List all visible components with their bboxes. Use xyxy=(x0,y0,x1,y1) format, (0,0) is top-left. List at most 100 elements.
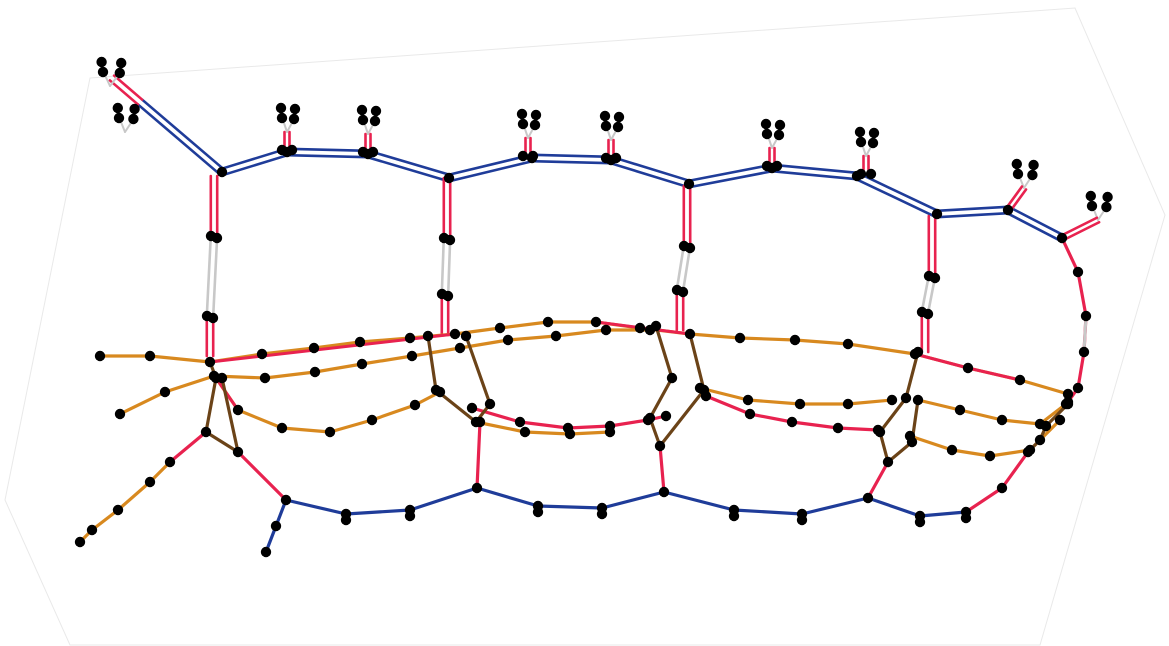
atom-node xyxy=(357,146,369,158)
atom-node xyxy=(356,104,368,116)
atom-node xyxy=(1062,388,1074,400)
top-backbone-bond xyxy=(367,149,452,177)
atom-node xyxy=(1080,310,1092,322)
atom-node xyxy=(862,492,874,504)
atom-node xyxy=(516,108,528,120)
atom-node xyxy=(867,137,879,149)
atom-node xyxy=(276,422,288,434)
atom-node xyxy=(454,342,466,354)
atom-node xyxy=(596,508,608,520)
atom-node xyxy=(842,398,854,410)
atom-node xyxy=(962,362,974,374)
atom-node xyxy=(564,428,576,440)
atom-node xyxy=(650,320,662,332)
atom-node xyxy=(868,127,880,139)
atom-node xyxy=(259,372,271,384)
top-backbone-bond xyxy=(688,169,774,189)
atom-node xyxy=(519,426,531,438)
atom-node xyxy=(683,178,695,190)
atom-node xyxy=(502,334,514,346)
atom-node xyxy=(914,516,926,528)
atom-node xyxy=(232,446,244,458)
atom-node xyxy=(761,160,773,172)
atom-node xyxy=(96,56,107,68)
atom-node xyxy=(1054,414,1066,426)
atom-node xyxy=(1012,168,1024,180)
atom-node xyxy=(600,324,612,336)
pillar-gray-bond xyxy=(440,236,446,296)
atom-node xyxy=(288,113,300,125)
atom-node xyxy=(529,119,541,131)
top-backbone-bond xyxy=(446,153,533,177)
ring-center-right xyxy=(648,324,706,448)
atom-node xyxy=(954,404,966,416)
atom-node xyxy=(530,109,542,121)
bottom-backbone xyxy=(284,486,968,518)
atom-node xyxy=(761,128,773,140)
atom-node xyxy=(128,113,139,125)
atom-node xyxy=(744,408,756,420)
atom-node xyxy=(404,510,416,522)
atom-node xyxy=(1072,382,1084,394)
atom-node xyxy=(542,316,554,328)
atom-node xyxy=(517,150,529,162)
top-backbone-bond xyxy=(285,147,370,153)
atom-node xyxy=(356,358,368,370)
top-backbone-bond xyxy=(365,155,450,183)
pillar-gray-bond xyxy=(205,234,213,318)
atom-node xyxy=(232,404,244,416)
edges xyxy=(78,73,1107,554)
atom-node xyxy=(796,514,808,526)
atom-node xyxy=(144,476,156,488)
atom-node xyxy=(1011,158,1022,170)
right-cap-bond xyxy=(1059,216,1099,238)
atom-node xyxy=(114,408,126,420)
atom-node xyxy=(600,152,612,164)
atom-node xyxy=(1101,201,1112,213)
atom-node xyxy=(1085,190,1097,202)
lower-left-link xyxy=(168,430,208,464)
atom-node xyxy=(97,66,109,78)
atom-node xyxy=(912,394,924,406)
atom-node xyxy=(946,444,958,456)
atom-node xyxy=(1102,191,1113,203)
atom-node xyxy=(216,166,228,178)
atom-node xyxy=(442,290,454,302)
atom-node xyxy=(1014,374,1026,386)
top-backbone-bond xyxy=(530,153,613,159)
atom-node xyxy=(644,412,656,424)
atom-node xyxy=(613,111,625,123)
atom-node xyxy=(760,118,772,130)
mid-arc-center-lower xyxy=(474,420,612,436)
top-backbone-bond xyxy=(854,177,937,219)
atom-node xyxy=(684,328,696,340)
atom-node xyxy=(86,524,98,536)
atom-node xyxy=(494,322,506,334)
ring-far-right xyxy=(1026,402,1070,454)
atom-node xyxy=(900,392,912,404)
upper-left-arm xyxy=(112,74,144,101)
middle-chain-lower xyxy=(118,328,652,416)
atom-node xyxy=(794,398,806,410)
middle-chain-upper xyxy=(98,320,1070,396)
pillar-gray-bond xyxy=(446,236,452,296)
atom-node xyxy=(599,110,611,122)
atom-node xyxy=(354,336,366,348)
nodes xyxy=(74,56,1113,558)
atom-node xyxy=(854,126,866,138)
atom-node xyxy=(612,121,624,133)
atom-node xyxy=(275,102,287,114)
atom-node xyxy=(996,414,1008,426)
atom-node xyxy=(610,152,622,164)
atom-node xyxy=(742,394,754,406)
atom-node xyxy=(1034,434,1046,446)
atom-node xyxy=(1040,420,1052,432)
atom-node xyxy=(906,436,918,448)
atom-node xyxy=(280,494,292,506)
atom-node xyxy=(94,350,106,362)
lower-link xyxy=(475,420,482,490)
atom-node xyxy=(406,350,418,362)
atom-node xyxy=(286,144,298,156)
atom-node xyxy=(886,394,898,406)
atom-node xyxy=(684,242,696,254)
